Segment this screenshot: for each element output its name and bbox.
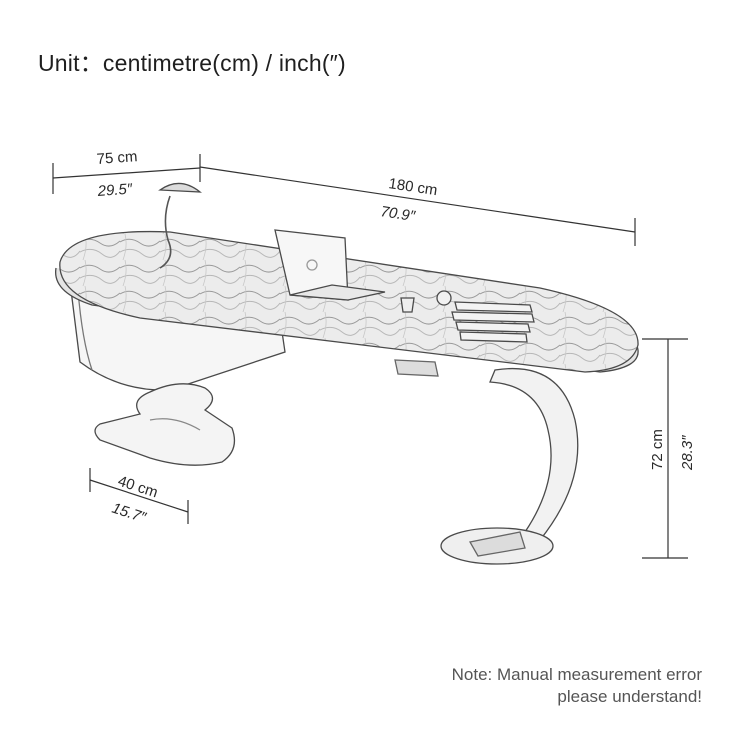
length-dimension [199, 166, 636, 246]
depth-line [52, 167, 201, 179]
note-line-2: please understand! [557, 687, 702, 706]
desk-lamp-arm [159, 195, 172, 269]
height-dimension [642, 338, 688, 559]
desk-center-support [394, 359, 439, 377]
height-inch-label: 28.3″ [679, 435, 696, 471]
depth-inch-label: 29.5″ [96, 181, 133, 200]
depth-cm-label: 75 cm [96, 148, 138, 168]
desk-curved-leg [489, 368, 579, 541]
desk-cup-icon [400, 297, 415, 313]
base-line [89, 479, 189, 513]
base-cm-label: 40 cm [116, 473, 160, 502]
laptop-base [289, 284, 386, 301]
base-dimension [89, 468, 189, 524]
books-stack [451, 301, 535, 343]
measurement-note: Note: Manual measurement error please un… [452, 664, 702, 708]
note-line-1: Note: Manual measurement error [451, 665, 702, 684]
laptop-logo-icon [306, 259, 318, 271]
desk-clock-icon [436, 290, 452, 306]
unit-heading: Unit：centimetre(cm) / inch(″) [38, 50, 346, 76]
desk-lamp-shade-icon [158, 182, 202, 193]
depth-dimension [52, 154, 201, 194]
desk-illustration [55, 182, 639, 565]
desk-scroll-base [94, 383, 236, 466]
length-line [199, 166, 636, 233]
height-cm-label: 72 cm [649, 429, 666, 470]
base-inch-label: 15.7″ [110, 500, 149, 527]
length-inch-label: 70.9″ [379, 203, 416, 225]
